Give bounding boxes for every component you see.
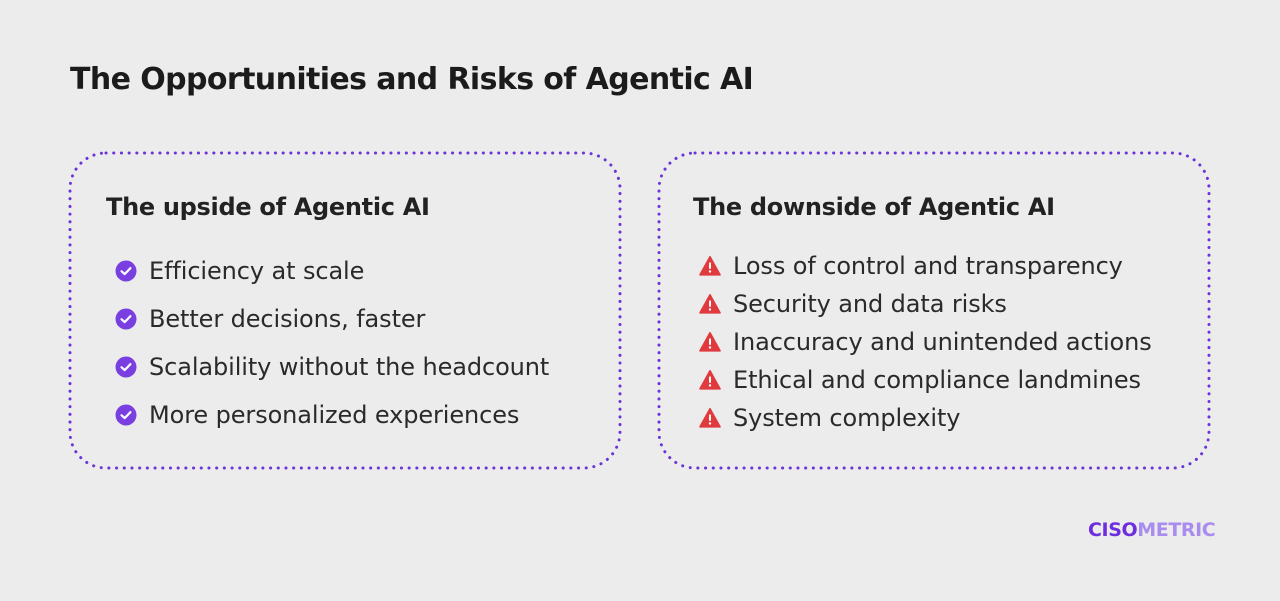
downside-item-label: System complexity [733,404,961,432]
warning-triangle-icon [699,293,721,315]
upside-item: Scalability without the headcount [115,353,549,381]
warning-triangle-icon [699,255,721,277]
upside-heading: The upside of Agentic AI [106,193,430,221]
downside-item-label: Ethical and compliance landmines [733,366,1141,394]
downside-item-label: Security and data risks [733,290,1007,318]
upside-item-label: More personalized experiences [149,401,520,429]
downside-panel: The downside of Agentic AI Loss of contr… [657,151,1211,470]
warning-triangle-icon [699,331,721,353]
upside-panel-border [68,151,622,470]
downside-item-label: Inaccuracy and unintended actions [733,328,1152,356]
upside-item: Efficiency at scale [115,257,364,285]
brand-logo-part1: CISO [1088,519,1138,541]
downside-item: Inaccuracy and unintended actions [699,328,1152,356]
warning-triangle-icon [699,407,721,429]
brand-logo: CISOMETRIC [1088,519,1216,541]
upside-item-label: Efficiency at scale [149,257,365,285]
downside-heading: The downside of Agentic AI [693,193,1055,221]
upside-item: Better decisions, faster [115,305,425,333]
upside-item-label: Better decisions, faster [149,305,426,333]
downside-item: Loss of control and transparency [699,252,1123,280]
upside-panel: The upside of Agentic AI Efficiency at s… [68,151,622,470]
warning-triangle-icon [699,369,721,391]
downside-item: System complexity [699,404,961,432]
downside-item-label: Loss of control and transparency [733,252,1123,280]
upside-item-label: Scalability without the headcount [149,353,550,381]
downside-panel-border [657,151,1211,470]
check-circle-icon [115,260,137,282]
brand-logo-part2: METRIC [1137,519,1216,541]
check-circle-icon [115,404,137,426]
check-circle-icon [115,356,137,378]
upside-item: More personalized experiences [115,401,519,429]
check-circle-icon [115,308,137,330]
page-title: The Opportunities and Risks of Agentic A… [70,62,754,97]
downside-item: Security and data risks [699,290,1007,318]
downside-item: Ethical and compliance landmines [699,366,1141,394]
